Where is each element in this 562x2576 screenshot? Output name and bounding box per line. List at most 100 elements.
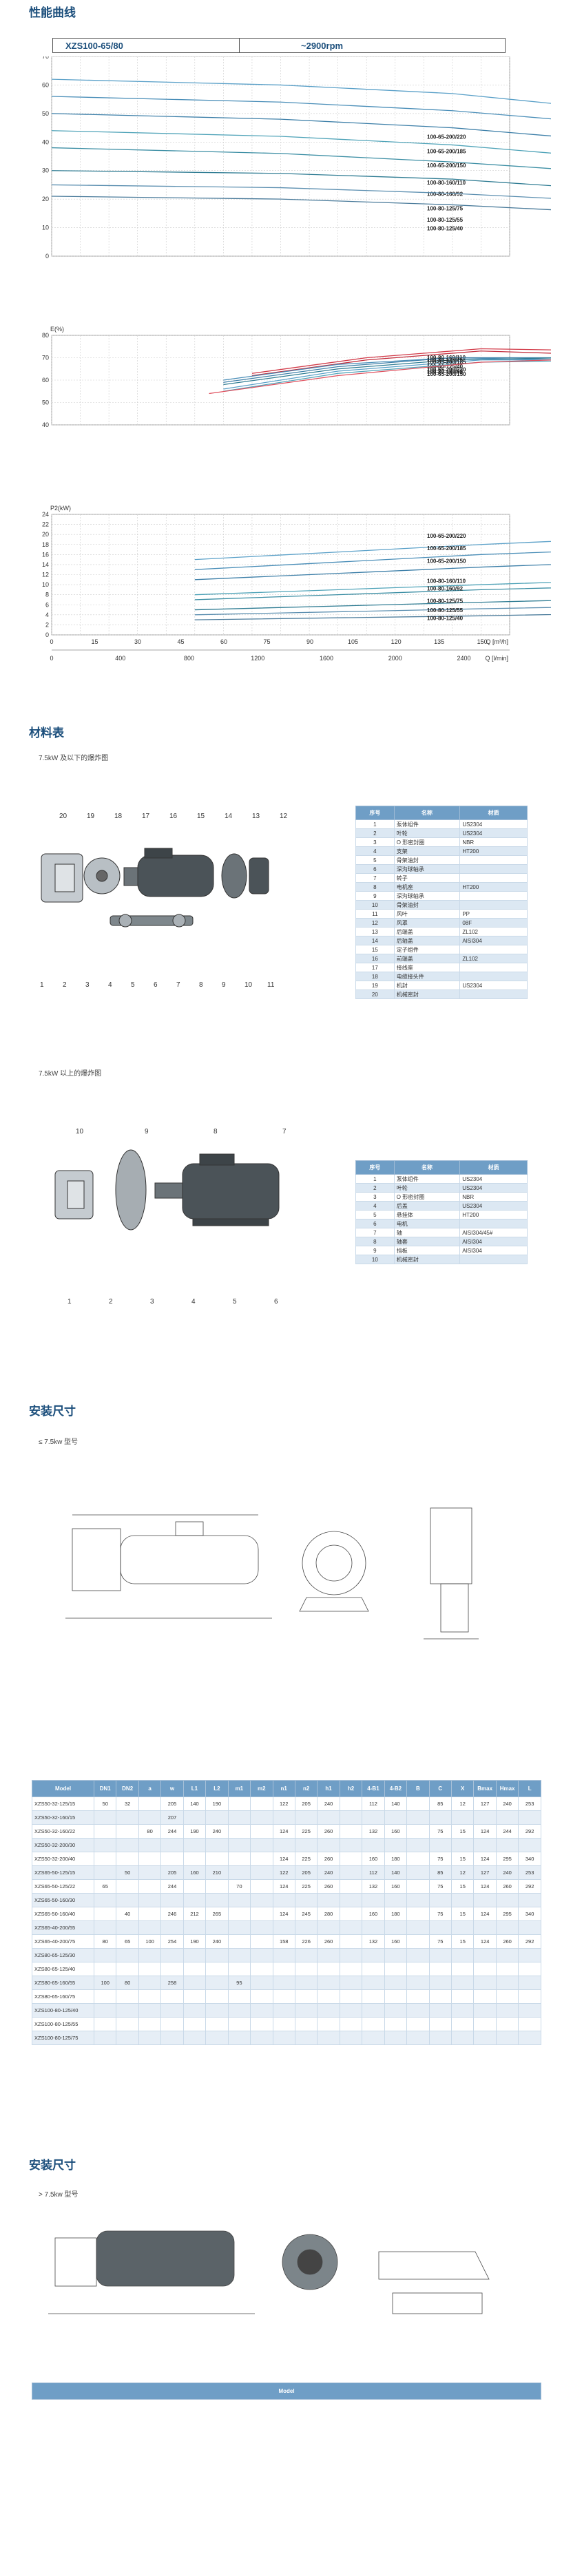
table-cell: 100 bbox=[138, 1934, 162, 1949]
dim-header: 4-B2 bbox=[384, 1780, 408, 1797]
table-cell: 205 bbox=[160, 1797, 184, 1811]
table-cell bbox=[495, 1893, 519, 1907]
table-cell: 127 bbox=[473, 1797, 497, 1811]
table-cell: 70 bbox=[227, 1879, 251, 1894]
table-cell: XZS50-32-160/22 bbox=[32, 1824, 94, 1839]
table-cell bbox=[116, 1824, 139, 1839]
table-cell bbox=[428, 2017, 452, 2031]
fan-cover bbox=[249, 857, 269, 894]
callout-number: 16 bbox=[169, 813, 178, 820]
table-cell: XZS80-65-125/30 bbox=[32, 1948, 94, 1962]
table-cell bbox=[473, 1948, 497, 1962]
table-cell bbox=[459, 855, 528, 865]
table-cell bbox=[459, 873, 528, 883]
table-cell: 17 bbox=[355, 963, 395, 972]
series-line-100-80-125/40 bbox=[223, 357, 551, 381]
callout-number: 2 bbox=[63, 981, 67, 989]
table-cell bbox=[339, 2017, 363, 2031]
table-cell bbox=[227, 1934, 251, 1949]
table-cell: 240 bbox=[317, 1865, 340, 1880]
table-cell: 205 bbox=[294, 1865, 318, 1880]
table-cell: 轴 bbox=[393, 1228, 461, 1237]
y-tick-label: 30 bbox=[42, 167, 49, 174]
table-cell: 124 bbox=[272, 1907, 295, 1921]
series-label: 100-80-125/55 bbox=[427, 369, 464, 375]
table-cell: 深沟球轴承 bbox=[393, 864, 461, 874]
table-cell bbox=[138, 1838, 162, 1852]
table-cell bbox=[250, 1920, 273, 1935]
table-row: XZS50-32-200/30 bbox=[32, 1838, 541, 1852]
table-cell bbox=[518, 2003, 541, 2018]
install-note-small: ≤ 7.5kw 型号 bbox=[39, 1438, 79, 1446]
table-cell bbox=[362, 1962, 385, 1976]
table-cell bbox=[294, 1920, 318, 1935]
table-cell bbox=[495, 1976, 519, 1990]
table-cell: 20 bbox=[355, 989, 395, 999]
table-cell bbox=[384, 1838, 408, 1852]
table-cell: 245 bbox=[294, 1907, 318, 1921]
table-cell: 160 bbox=[362, 1852, 385, 1866]
table-cell: 112 bbox=[362, 1865, 385, 1880]
table-cell bbox=[459, 864, 528, 874]
table-cell: 15 bbox=[450, 1852, 475, 1866]
table-cell bbox=[138, 1797, 162, 1811]
table-cell bbox=[93, 1865, 117, 1880]
table-cell bbox=[495, 1962, 519, 1976]
series-label: 100-65-200/220 bbox=[427, 366, 466, 373]
y-tick-label: 4 bbox=[45, 611, 49, 618]
table-cell: 140 bbox=[384, 1865, 408, 1880]
table-cell: 258 bbox=[160, 1976, 184, 1990]
series-label: 100-80-125/40 bbox=[427, 615, 464, 621]
table-cell: 80 bbox=[116, 1976, 139, 1990]
table-cell bbox=[317, 1976, 340, 1990]
table-cell bbox=[339, 2003, 363, 2018]
dim-header: h2 bbox=[339, 1780, 363, 1797]
series-line-100-80-125/40 bbox=[51, 196, 551, 211]
table-cell bbox=[160, 2017, 184, 2031]
table-cell: 接线座 bbox=[393, 963, 461, 972]
table-cell bbox=[227, 2017, 251, 2031]
table-cell bbox=[339, 1920, 363, 1935]
table-cell bbox=[116, 1920, 139, 1935]
callout-number: 9 bbox=[145, 1128, 149, 1135]
callout-number: 18 bbox=[114, 813, 123, 820]
x2-tick-label: 1200 bbox=[251, 655, 264, 662]
table-cell bbox=[250, 1893, 273, 1907]
x-axis-label: Q [m³/h] bbox=[486, 638, 508, 645]
table-cell bbox=[183, 1989, 207, 2004]
table-cell bbox=[384, 2003, 408, 2018]
table-cell: 7 bbox=[355, 873, 395, 883]
table-cell bbox=[428, 1989, 452, 2004]
table-cell: 50 bbox=[116, 1865, 139, 1880]
dim-header: n1 bbox=[272, 1780, 295, 1797]
table-cell: 08F bbox=[459, 918, 528, 928]
table-cell bbox=[250, 1824, 273, 1839]
table-cell: O 形密封圈 bbox=[393, 1192, 461, 1202]
table-cell: 9 bbox=[355, 891, 395, 901]
table-cell: 124 bbox=[272, 1879, 295, 1894]
table-cell: 260 bbox=[317, 1824, 340, 1839]
table-cell: 80 bbox=[138, 1824, 162, 1839]
dim-header: m1 bbox=[227, 1780, 251, 1797]
table-cell bbox=[473, 1838, 497, 1852]
table-cell bbox=[450, 1893, 475, 1907]
dim-header: a bbox=[138, 1780, 162, 1797]
table-cell bbox=[384, 2017, 408, 2031]
table-cell: XZS50-32-125/15 bbox=[32, 1797, 94, 1811]
y-tick-label: 20 bbox=[42, 531, 49, 538]
table-cell bbox=[406, 1976, 430, 1990]
series-line-100-80-125/55 bbox=[194, 607, 551, 616]
table-cell: 253 bbox=[518, 1865, 541, 1880]
table-cell bbox=[183, 2031, 207, 2045]
table-cell: XZS50-32-200/40 bbox=[32, 1852, 94, 1866]
x2-tick-label: 1600 bbox=[320, 655, 333, 662]
install-drawing-large bbox=[48, 2230, 490, 2314]
table-cell bbox=[272, 1962, 295, 1976]
series-label: 100-65-200/185 bbox=[427, 545, 466, 552]
table-cell: US2304 bbox=[459, 1183, 528, 1193]
y-tick-label: 40 bbox=[42, 421, 49, 428]
table-cell: XZS65-40-200/55 bbox=[32, 1920, 94, 1935]
table-cell bbox=[160, 1948, 184, 1962]
